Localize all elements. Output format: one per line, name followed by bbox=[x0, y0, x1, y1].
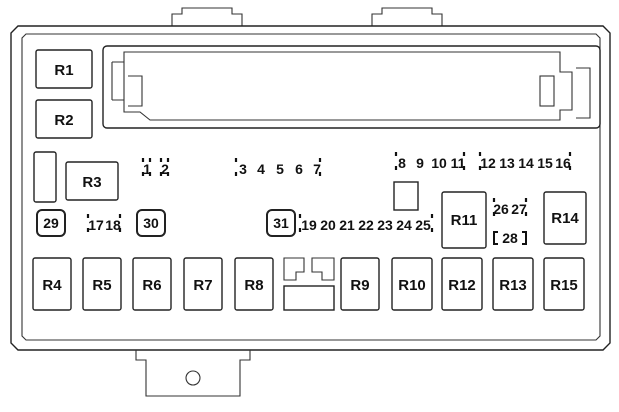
relay-r1-label: R1 bbox=[54, 62, 73, 79]
fuse-28: 28 bbox=[493, 230, 527, 246]
relay-r8-label: R8 bbox=[244, 277, 263, 294]
fuse-3-label: 3 bbox=[239, 161, 247, 177]
relay-r15: R15 bbox=[543, 257, 585, 311]
fuse-14-label: 14 bbox=[518, 155, 534, 171]
relay-r11: R11 bbox=[441, 191, 487, 249]
relay-r4: R4 bbox=[32, 257, 72, 311]
fuse-9-label: 9 bbox=[416, 155, 424, 171]
fuse-21-label: 21 bbox=[339, 217, 355, 233]
relay-r10-label: R10 bbox=[398, 277, 426, 294]
fuse-19-label: 19 bbox=[301, 217, 317, 233]
fuse-25-label: 25 bbox=[415, 217, 431, 233]
fuse-24-label: 24 bbox=[396, 217, 412, 233]
relay-r12: R12 bbox=[441, 257, 483, 311]
relay-r3: R3 bbox=[33, 151, 119, 203]
relay-r2: R2 bbox=[35, 99, 93, 139]
fuse-15-label: 15 bbox=[537, 155, 553, 171]
fuse-17-label: 17 bbox=[88, 217, 104, 233]
relay-r15-label: R15 bbox=[550, 277, 578, 294]
maxi-fuse-30: 30 bbox=[136, 209, 166, 237]
fuse-18-label: 18 bbox=[105, 217, 121, 233]
relay-r14: R14 bbox=[543, 191, 587, 245]
small-connector bbox=[283, 257, 335, 311]
mounting-tab bbox=[135, 350, 251, 397]
relay-r3-label: R3 bbox=[82, 174, 101, 191]
relay-r8: R8 bbox=[234, 257, 274, 311]
fuse-28-label: 28 bbox=[502, 230, 518, 246]
maxi-fuse-31: 31 bbox=[266, 209, 296, 237]
fuse-1-label: 1 bbox=[143, 161, 151, 177]
maxi-fuse-29: 29 bbox=[36, 209, 66, 237]
relay-r6: R6 bbox=[132, 257, 172, 311]
relay-r13: R13 bbox=[492, 257, 534, 311]
maxi-fuse-30-label: 30 bbox=[143, 215, 159, 231]
small-socket bbox=[393, 181, 419, 211]
fuse-8-label: 8 bbox=[398, 155, 406, 171]
fuse-brackets bbox=[86, 152, 572, 232]
fuse-27-label: 27 bbox=[511, 201, 527, 217]
relay-r9-label: R9 bbox=[350, 277, 369, 294]
relay-r14-label: R14 bbox=[551, 210, 579, 227]
fuse-6-label: 6 bbox=[295, 161, 303, 177]
relay-r12-label: R12 bbox=[448, 277, 476, 294]
relay-r6-label: R6 bbox=[142, 277, 161, 294]
fuse-22-label: 22 bbox=[358, 217, 374, 233]
maxi-fuse-31-label: 31 bbox=[273, 215, 289, 231]
relay-r9: R9 bbox=[340, 257, 380, 311]
relay-r4-label: R4 bbox=[42, 277, 62, 294]
relay-r5-label: R5 bbox=[92, 277, 111, 294]
fuse-26-label: 26 bbox=[493, 201, 509, 217]
fuse-11-label: 11 bbox=[451, 155, 466, 171]
main-connector bbox=[102, 45, 601, 129]
fuse-12-label: 12 bbox=[480, 155, 496, 171]
top-tabs bbox=[171, 7, 443, 26]
fuse-10-label: 10 bbox=[431, 155, 447, 171]
relay-r7-label: R7 bbox=[193, 277, 212, 294]
fuse-7-label: 7 bbox=[313, 161, 321, 177]
fuse-labels: 1 2 3 4 5 6 7 8 9 10 11 12 13 14 15 16 1… bbox=[88, 155, 571, 233]
fuse-16-label: 16 bbox=[555, 155, 571, 171]
relay-r1: R1 bbox=[35, 49, 93, 89]
relay-r13-label: R13 bbox=[499, 277, 527, 294]
relay-r7: R7 bbox=[183, 257, 223, 311]
maxi-fuse-29-label: 29 bbox=[43, 215, 59, 231]
fuse-20-label: 20 bbox=[320, 217, 336, 233]
fuse-4-label: 4 bbox=[257, 161, 265, 177]
relay-r5: R5 bbox=[82, 257, 122, 311]
fuse-2-label: 2 bbox=[161, 161, 169, 177]
relay-r10: R10 bbox=[391, 257, 433, 311]
fuse-23-label: 23 bbox=[377, 217, 393, 233]
mounting-hole bbox=[185, 370, 201, 386]
relay-r11-label: R11 bbox=[451, 212, 478, 229]
relay-r2-label: R2 bbox=[54, 112, 73, 129]
fuse-13-label: 13 bbox=[499, 155, 515, 171]
fuse-5-label: 5 bbox=[276, 161, 284, 177]
